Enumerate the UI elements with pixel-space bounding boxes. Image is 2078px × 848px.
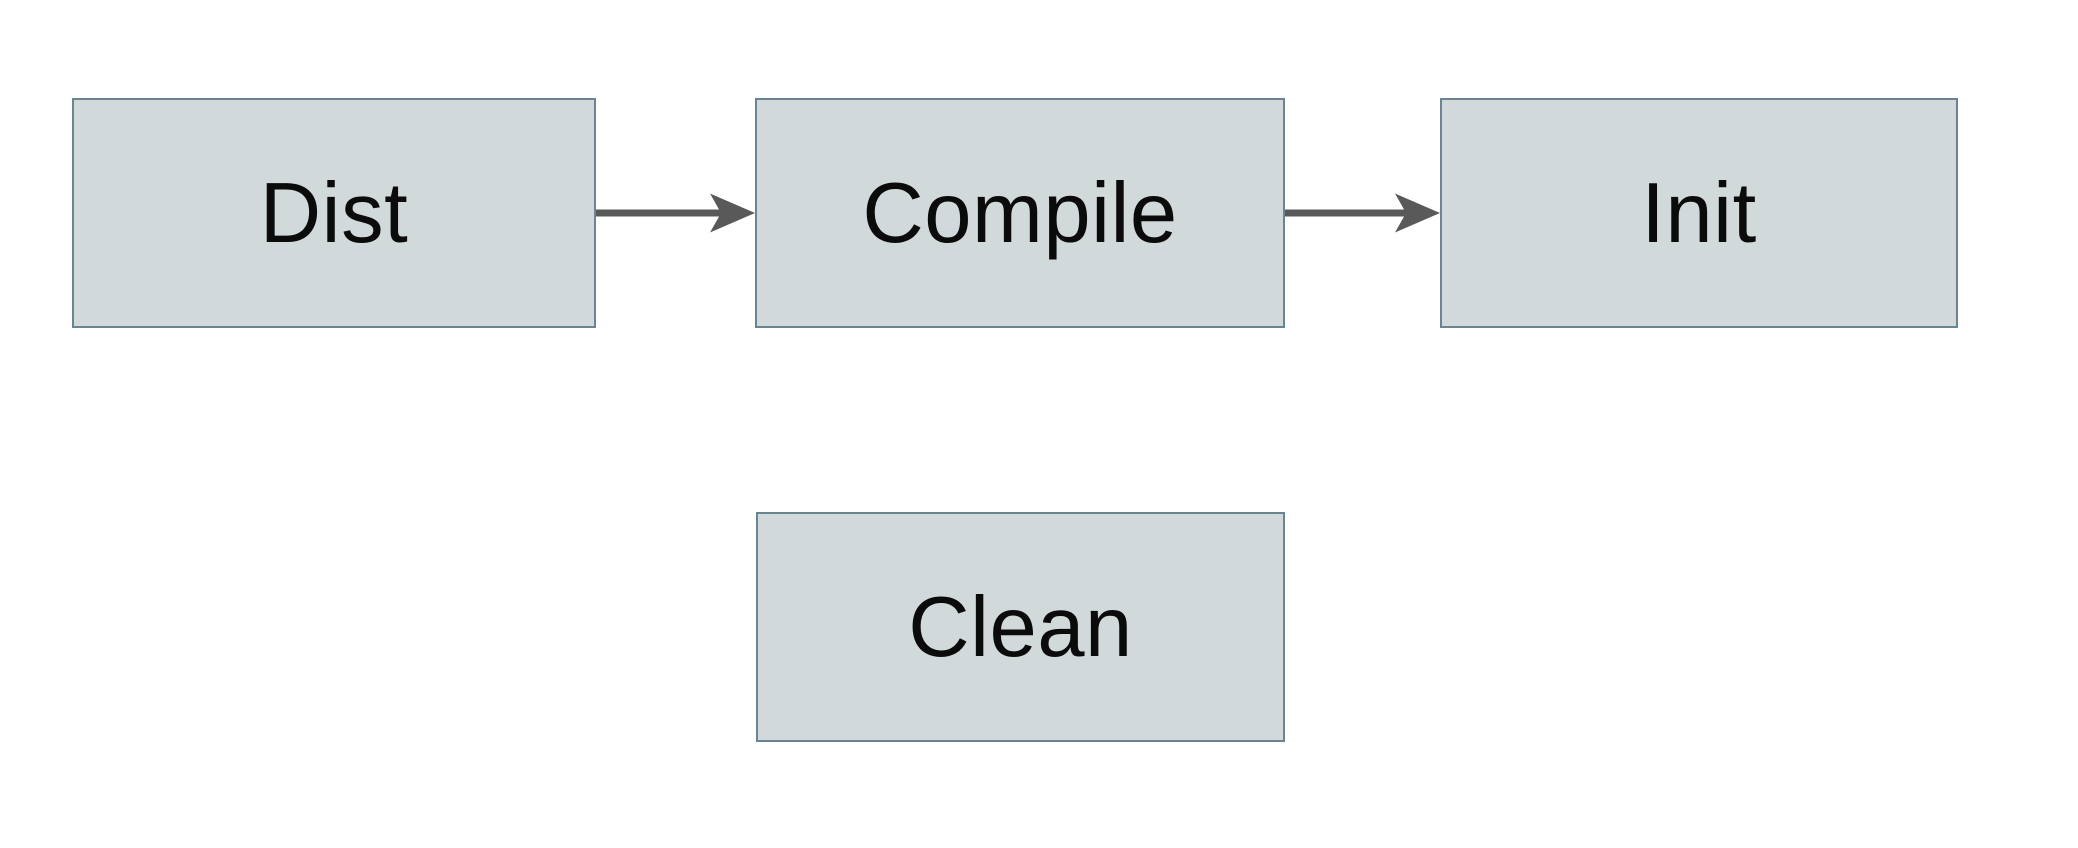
node-init[interactable]: Init bbox=[1440, 98, 1958, 328]
node-init-label: Init bbox=[1641, 165, 1757, 261]
node-clean[interactable]: Clean bbox=[756, 512, 1285, 742]
arrow-dist-to-compile bbox=[596, 193, 755, 233]
node-compile[interactable]: Compile bbox=[755, 98, 1285, 328]
node-compile-label: Compile bbox=[862, 165, 1178, 261]
arrow-compile-to-init bbox=[1285, 193, 1440, 233]
node-dist[interactable]: Dist bbox=[72, 98, 596, 328]
node-clean-label: Clean bbox=[908, 579, 1133, 675]
arrowhead-icon bbox=[1395, 193, 1440, 233]
arrowhead-icon bbox=[710, 193, 755, 233]
node-dist-label: Dist bbox=[259, 165, 409, 261]
